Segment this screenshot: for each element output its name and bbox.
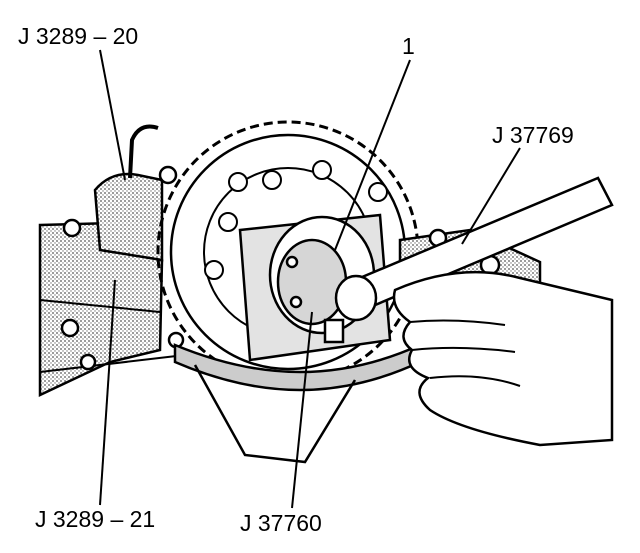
holding-fixture-left — [38, 124, 186, 397]
callout-j37769: J 37769 — [492, 122, 574, 148]
callout-part-1: 1 — [402, 33, 415, 59]
callout-j3289-20: J 3289 – 20 — [18, 23, 139, 49]
hand — [392, 270, 614, 447]
driver-handle — [334, 176, 614, 322]
leader-lines — [99, 49, 521, 509]
callout-j37760: J 37760 — [240, 510, 322, 536]
callout-j3289-21: J 3289 – 21 — [35, 506, 156, 532]
